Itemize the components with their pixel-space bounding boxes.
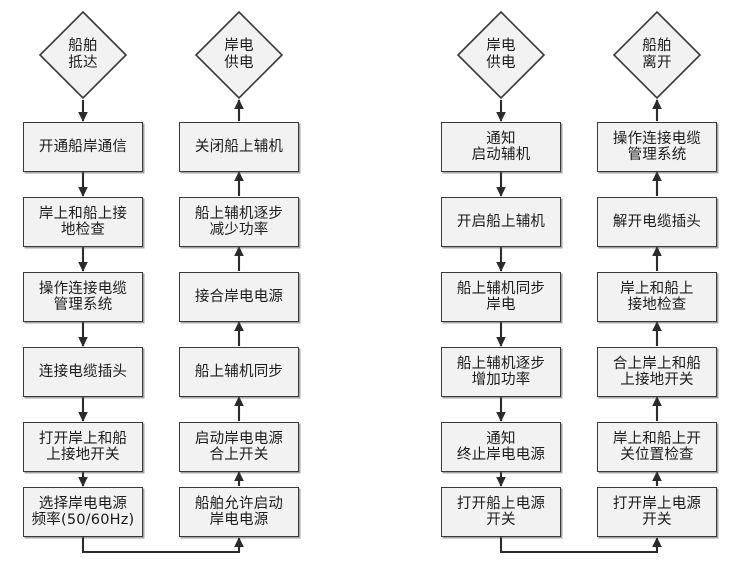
connector-col3-to-col4	[499, 537, 662, 554]
process-label: 岸上和船上开 关位置检查	[612, 430, 702, 463]
process-c4-s2[interactable]: 解开电缆插头	[597, 197, 717, 247]
process-label: 岸上和船上接 地检查	[38, 205, 128, 238]
process-c2-s6[interactable]: 船舶允许启动 岸电电源	[179, 487, 299, 537]
terminator-label: 船舶 离开	[642, 38, 672, 71]
process-label: 合上岸上和船 上接地开关	[612, 355, 702, 388]
terminator-ship-arrival: 船舶 抵达	[38, 10, 128, 100]
process-label: 打开岸上电源 开关	[612, 495, 702, 528]
process-c2-s2[interactable]: 船上辅机逐步 减少功率	[179, 197, 299, 247]
process-c3-s5[interactable]: 通知 终止岸电电源	[441, 422, 561, 472]
diamond-shape	[38, 10, 128, 100]
process-c1-s2[interactable]: 岸上和船上接 地检查	[23, 197, 143, 247]
process-label: 连接电缆插头	[38, 363, 128, 380]
process-c3-s6[interactable]: 打开船上电源 开关	[441, 487, 561, 537]
diamond-shape	[194, 10, 284, 100]
process-c4-s1[interactable]: 操作连接电缆 管理系统	[597, 122, 717, 172]
process-label: 通知 启动辅机	[471, 130, 531, 163]
process-label: 开启船上辅机	[456, 213, 546, 230]
process-label: 接合岸电电源	[194, 288, 284, 305]
process-label: 岸上和船上 接地检查	[620, 280, 694, 313]
process-label: 解开电缆插头	[612, 213, 702, 230]
process-c2-s4[interactable]: 船上辅机同步	[179, 347, 299, 397]
process-c1-s1[interactable]: 开通船岸通信	[23, 122, 143, 172]
process-label: 打开船上电源 开关	[456, 495, 546, 528]
process-label: 启动岸电电源 合上开关	[194, 430, 284, 463]
process-label: 选择岸电电源 频率(50/60Hz)	[31, 495, 135, 528]
connector-col1-to-col2	[81, 537, 244, 554]
process-c2-s5[interactable]: 启动岸电电源 合上开关	[179, 422, 299, 472]
terminator-label: 岸电 供电	[486, 38, 516, 71]
process-c3-s2[interactable]: 开启船上辅机	[441, 197, 561, 247]
terminator-label: 岸电 供电	[224, 38, 254, 71]
terminator-ship-departure: 船舶 离开	[612, 10, 702, 100]
process-c1-s3[interactable]: 操作连接电缆 管理系统	[23, 272, 143, 322]
process-label: 船上辅机同步	[194, 363, 284, 380]
process-c4-s3[interactable]: 岸上和船上 接地检查	[597, 272, 717, 322]
process-label: 船舶允许启动 岸电电源	[194, 495, 284, 528]
process-label: 船上辅机同步 岸电	[456, 280, 546, 313]
process-c3-s3[interactable]: 船上辅机同步 岸电	[441, 272, 561, 322]
terminator-shore-power-supply-left: 岸电 供电	[194, 10, 284, 100]
diamond-shape	[456, 10, 546, 100]
process-label: 打开岸上和船 上接地开关	[38, 430, 128, 463]
process-c2-s3[interactable]: 接合岸电电源	[179, 272, 299, 322]
process-c3-s1[interactable]: 通知 启动辅机	[441, 122, 561, 172]
terminator-shore-power-supply-right: 岸电 供电	[456, 10, 546, 100]
process-label: 船上辅机逐步 减少功率	[194, 205, 284, 238]
process-label: 关闭船上辅机	[194, 138, 284, 155]
process-c1-s5[interactable]: 打开岸上和船 上接地开关	[23, 422, 143, 472]
process-c2-s1[interactable]: 关闭船上辅机	[179, 122, 299, 172]
process-c3-s4[interactable]: 船上辅机逐步 增加功率	[441, 347, 561, 397]
diamond-shape	[612, 10, 702, 100]
process-label: 通知 终止岸电电源	[456, 430, 546, 463]
process-c4-s6[interactable]: 打开岸上电源 开关	[597, 487, 717, 537]
process-c4-s4[interactable]: 合上岸上和船 上接地开关	[597, 347, 717, 397]
process-c1-s6[interactable]: 选择岸电电源 频率(50/60Hz)	[23, 487, 143, 537]
process-label: 操作连接电缆 管理系统	[38, 280, 128, 313]
terminator-label: 船舶 抵达	[68, 38, 98, 71]
process-c1-s4[interactable]: 连接电缆插头	[23, 347, 143, 397]
process-label: 开通船岸通信	[38, 138, 128, 155]
process-c4-s5[interactable]: 岸上和船上开 关位置检查	[597, 422, 717, 472]
process-label: 船上辅机逐步 增加功率	[456, 355, 546, 388]
process-label: 操作连接电缆 管理系统	[612, 130, 702, 163]
